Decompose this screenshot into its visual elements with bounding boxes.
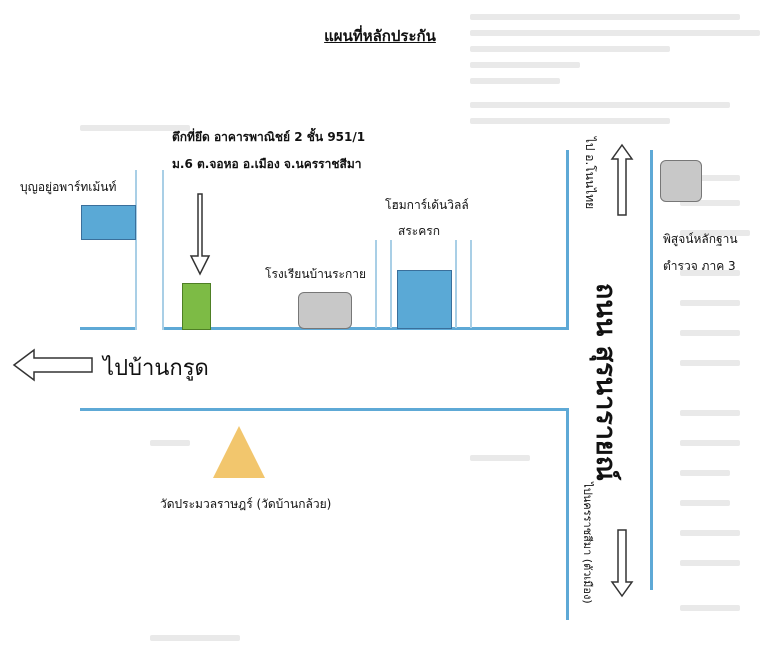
side-road-label: ไปบ้านกรูด — [103, 356, 209, 381]
side-road-bottom-edge — [80, 408, 568, 411]
homegarden-building — [397, 270, 452, 329]
alley-line — [455, 240, 457, 328]
alley-line — [162, 170, 164, 330]
target-building-label-line2: ม.6 ต.จอหอ อ.เมือง จ.นครราชสีมา — [172, 157, 362, 171]
left-direction-arrow — [12, 348, 93, 382]
up-direction-arrow — [610, 143, 634, 216]
map-title: แผนที่หลักประกัน — [324, 27, 436, 45]
homegarden-label-line2: สระครก — [398, 224, 440, 238]
forensic-police-building — [660, 160, 702, 202]
forensic-police-label-line1: พิสูจน์หลักฐาน — [663, 232, 738, 246]
school-label: โรงเรียนบ้านระกาย — [265, 267, 367, 281]
alley-line — [390, 240, 392, 328]
apartment-label: บุญอยู่อพาร์ทเม้นท์ — [20, 180, 117, 194]
side-road-top-edge-left — [80, 327, 137, 330]
target-building — [182, 283, 211, 330]
main-road-east-edge — [650, 150, 653, 590]
bottom-direction-label: ไปนครราชสีมา (ตัวเมือง) — [581, 482, 594, 604]
forensic-police-label-line2: ตำรวจ ภาค 3 — [663, 259, 736, 273]
target-building-label-line1: ตึกที่ยึด อาคารพาณิชย์ 2 ชั้น 951/1 — [172, 130, 366, 144]
apartment-building — [81, 205, 136, 240]
main-road-west-edge-lower — [566, 408, 569, 620]
main-road-west-edge-upper — [566, 150, 569, 330]
alley-line — [135, 170, 137, 330]
down-direction-arrow — [610, 529, 634, 598]
top-direction-label: ไป อ.โนนไทย — [583, 136, 597, 210]
school-building — [298, 292, 352, 329]
temple-label: วัดประมวลราษฎร์ (วัดบ้านกล้วย) — [160, 497, 332, 511]
main-road-label: ถนน สุรนารายณ์ — [590, 283, 621, 481]
alley-line — [470, 240, 472, 328]
temple-triangle-icon — [213, 426, 265, 478]
homegarden-label-line1: โฮมการ์เด้นวิลล์ — [385, 198, 469, 212]
side-road-top-edge — [162, 327, 568, 330]
target-pointer-arrow — [189, 193, 211, 276]
alley-line — [375, 240, 377, 328]
